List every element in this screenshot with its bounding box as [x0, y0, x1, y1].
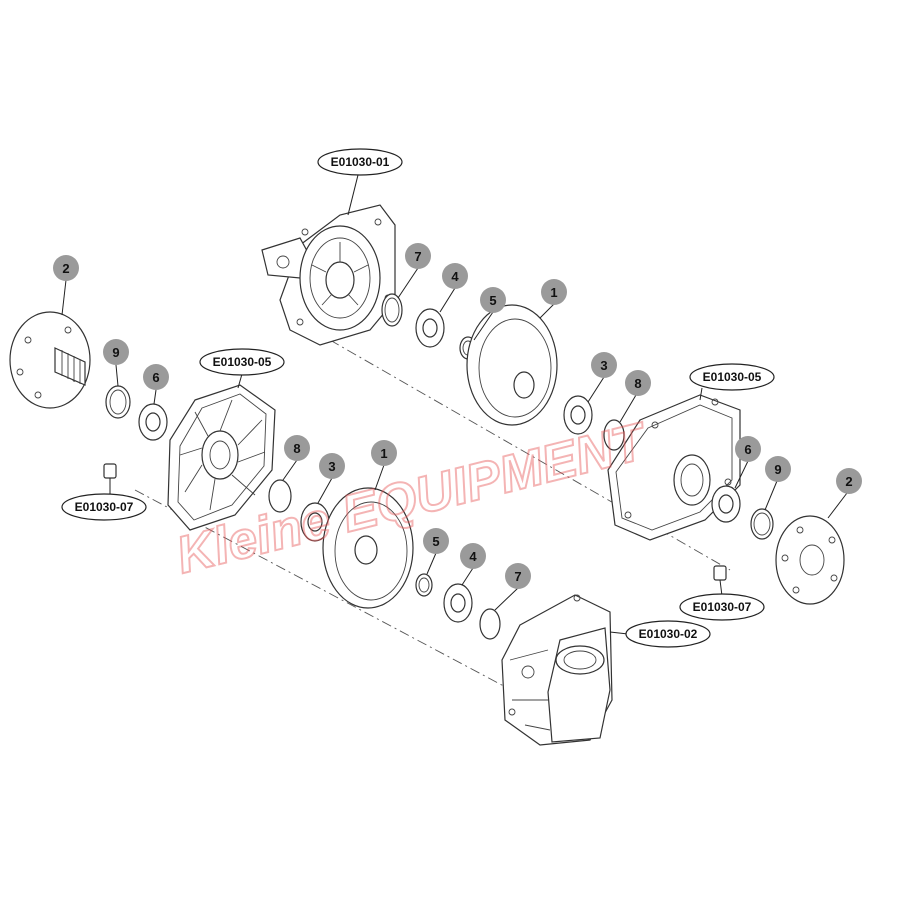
- marker-left-snap-ring-label: 9: [112, 345, 119, 360]
- marker-top-gear-label: 1: [550, 285, 557, 300]
- callout-left-plug[interactable]: E01030-07: [61, 493, 147, 521]
- callout-right-cover-label: E01030-05: [703, 370, 762, 384]
- marker-left-gear[interactable]: 1: [371, 440, 397, 466]
- right-cover-drawing: [607, 394, 741, 541]
- marker-left-bearing-label: 3: [328, 459, 335, 474]
- callout-left-cover[interactable]: E01030-05: [199, 348, 285, 376]
- marker-left-oring[interactable]: 8: [284, 435, 310, 461]
- marker-left-bearing[interactable]: 3: [319, 453, 345, 479]
- bottom-housing-drawing: [501, 594, 613, 746]
- marker-top-bearing-label: 4: [451, 269, 459, 284]
- marker-top-bearing[interactable]: 4: [442, 263, 468, 289]
- callout-top-housing-label: E01030-01: [331, 155, 390, 169]
- marker-left-seal-label: 6: [152, 370, 159, 385]
- marker-top-oring[interactable]: 7: [405, 243, 431, 269]
- right-flange-drawing: [775, 515, 845, 605]
- marker-left-snap-ring[interactable]: 9: [103, 339, 129, 365]
- left-oring-b-drawing: [479, 608, 501, 640]
- callout-left-cover-label: E01030-05: [213, 355, 272, 369]
- marker-left-oring-b-label: 7: [514, 569, 521, 584]
- marker-top-small-ring[interactable]: 5: [480, 287, 506, 313]
- marker-right-seal[interactable]: 6: [735, 436, 761, 462]
- top-gear-drawing: [466, 304, 558, 426]
- marker-left-gear-label: 1: [380, 446, 387, 461]
- marker-right-oring-label: 8: [634, 376, 641, 391]
- callout-right-cover[interactable]: E01030-05: [689, 363, 775, 391]
- right-seal-drawing: [711, 485, 741, 523]
- callout-top-housing[interactable]: E01030-01: [317, 148, 403, 176]
- left-snap-ring-drawing: [105, 385, 131, 419]
- marker-right-snap-ring[interactable]: 9: [765, 456, 791, 482]
- left-oring-drawing: [268, 479, 292, 513]
- callout-bottom-housing-label: E01030-02: [639, 627, 698, 641]
- marker-left-small-ring-label: 5: [432, 534, 439, 549]
- left-plug-drawing: [103, 463, 117, 496]
- marker-right-seal-label: 6: [744, 442, 751, 457]
- marker-left-bearing-b[interactable]: 4: [460, 543, 486, 569]
- marker-left-flange[interactable]: 2: [53, 255, 79, 281]
- left-flange-drawing: [9, 311, 91, 409]
- marker-left-seal[interactable]: 6: [143, 364, 169, 390]
- left-small-ring-drawing: [415, 573, 433, 597]
- leader-lines: [61, 174, 848, 635]
- left-bearing-b-drawing: [443, 583, 473, 623]
- marker-top-small-ring-label: 5: [489, 293, 496, 308]
- marker-right-bearing-label: 3: [600, 358, 607, 373]
- top-bearing-drawing: [415, 308, 445, 348]
- marker-right-oring[interactable]: 8: [625, 370, 651, 396]
- top-housing-drawing: [261, 204, 396, 346]
- right-oring-drawing: [603, 419, 625, 451]
- right-plug-drawing: [713, 565, 727, 597]
- marker-right-flange[interactable]: 2: [836, 468, 862, 494]
- left-gear-drawing: [322, 487, 414, 609]
- right-bearing-drawing: [563, 395, 593, 435]
- marker-top-gear[interactable]: 1: [541, 279, 567, 305]
- marker-top-oring-label: 7: [414, 249, 421, 264]
- callout-bottom-housing[interactable]: E01030-02: [625, 620, 711, 648]
- left-cover-drawing: [167, 384, 276, 531]
- marker-left-bearing-b-label: 4: [469, 549, 477, 564]
- callout-right-plug-label: E01030-07: [693, 600, 752, 614]
- callout-right-plug[interactable]: E01030-07: [679, 593, 765, 621]
- marker-right-snap-ring-label: 9: [774, 462, 781, 477]
- marker-right-flange-label: 2: [845, 474, 852, 489]
- marker-right-bearing[interactable]: 3: [591, 352, 617, 378]
- marker-left-small-ring[interactable]: 5: [423, 528, 449, 554]
- left-seal-drawing: [138, 403, 168, 441]
- marker-left-oring-b[interactable]: 7: [505, 563, 531, 589]
- marker-left-flange-label: 2: [62, 261, 69, 276]
- marker-left-oring-label: 8: [293, 441, 300, 456]
- right-snap-ring-drawing: [750, 508, 774, 540]
- callout-left-plug-label: E01030-07: [75, 500, 134, 514]
